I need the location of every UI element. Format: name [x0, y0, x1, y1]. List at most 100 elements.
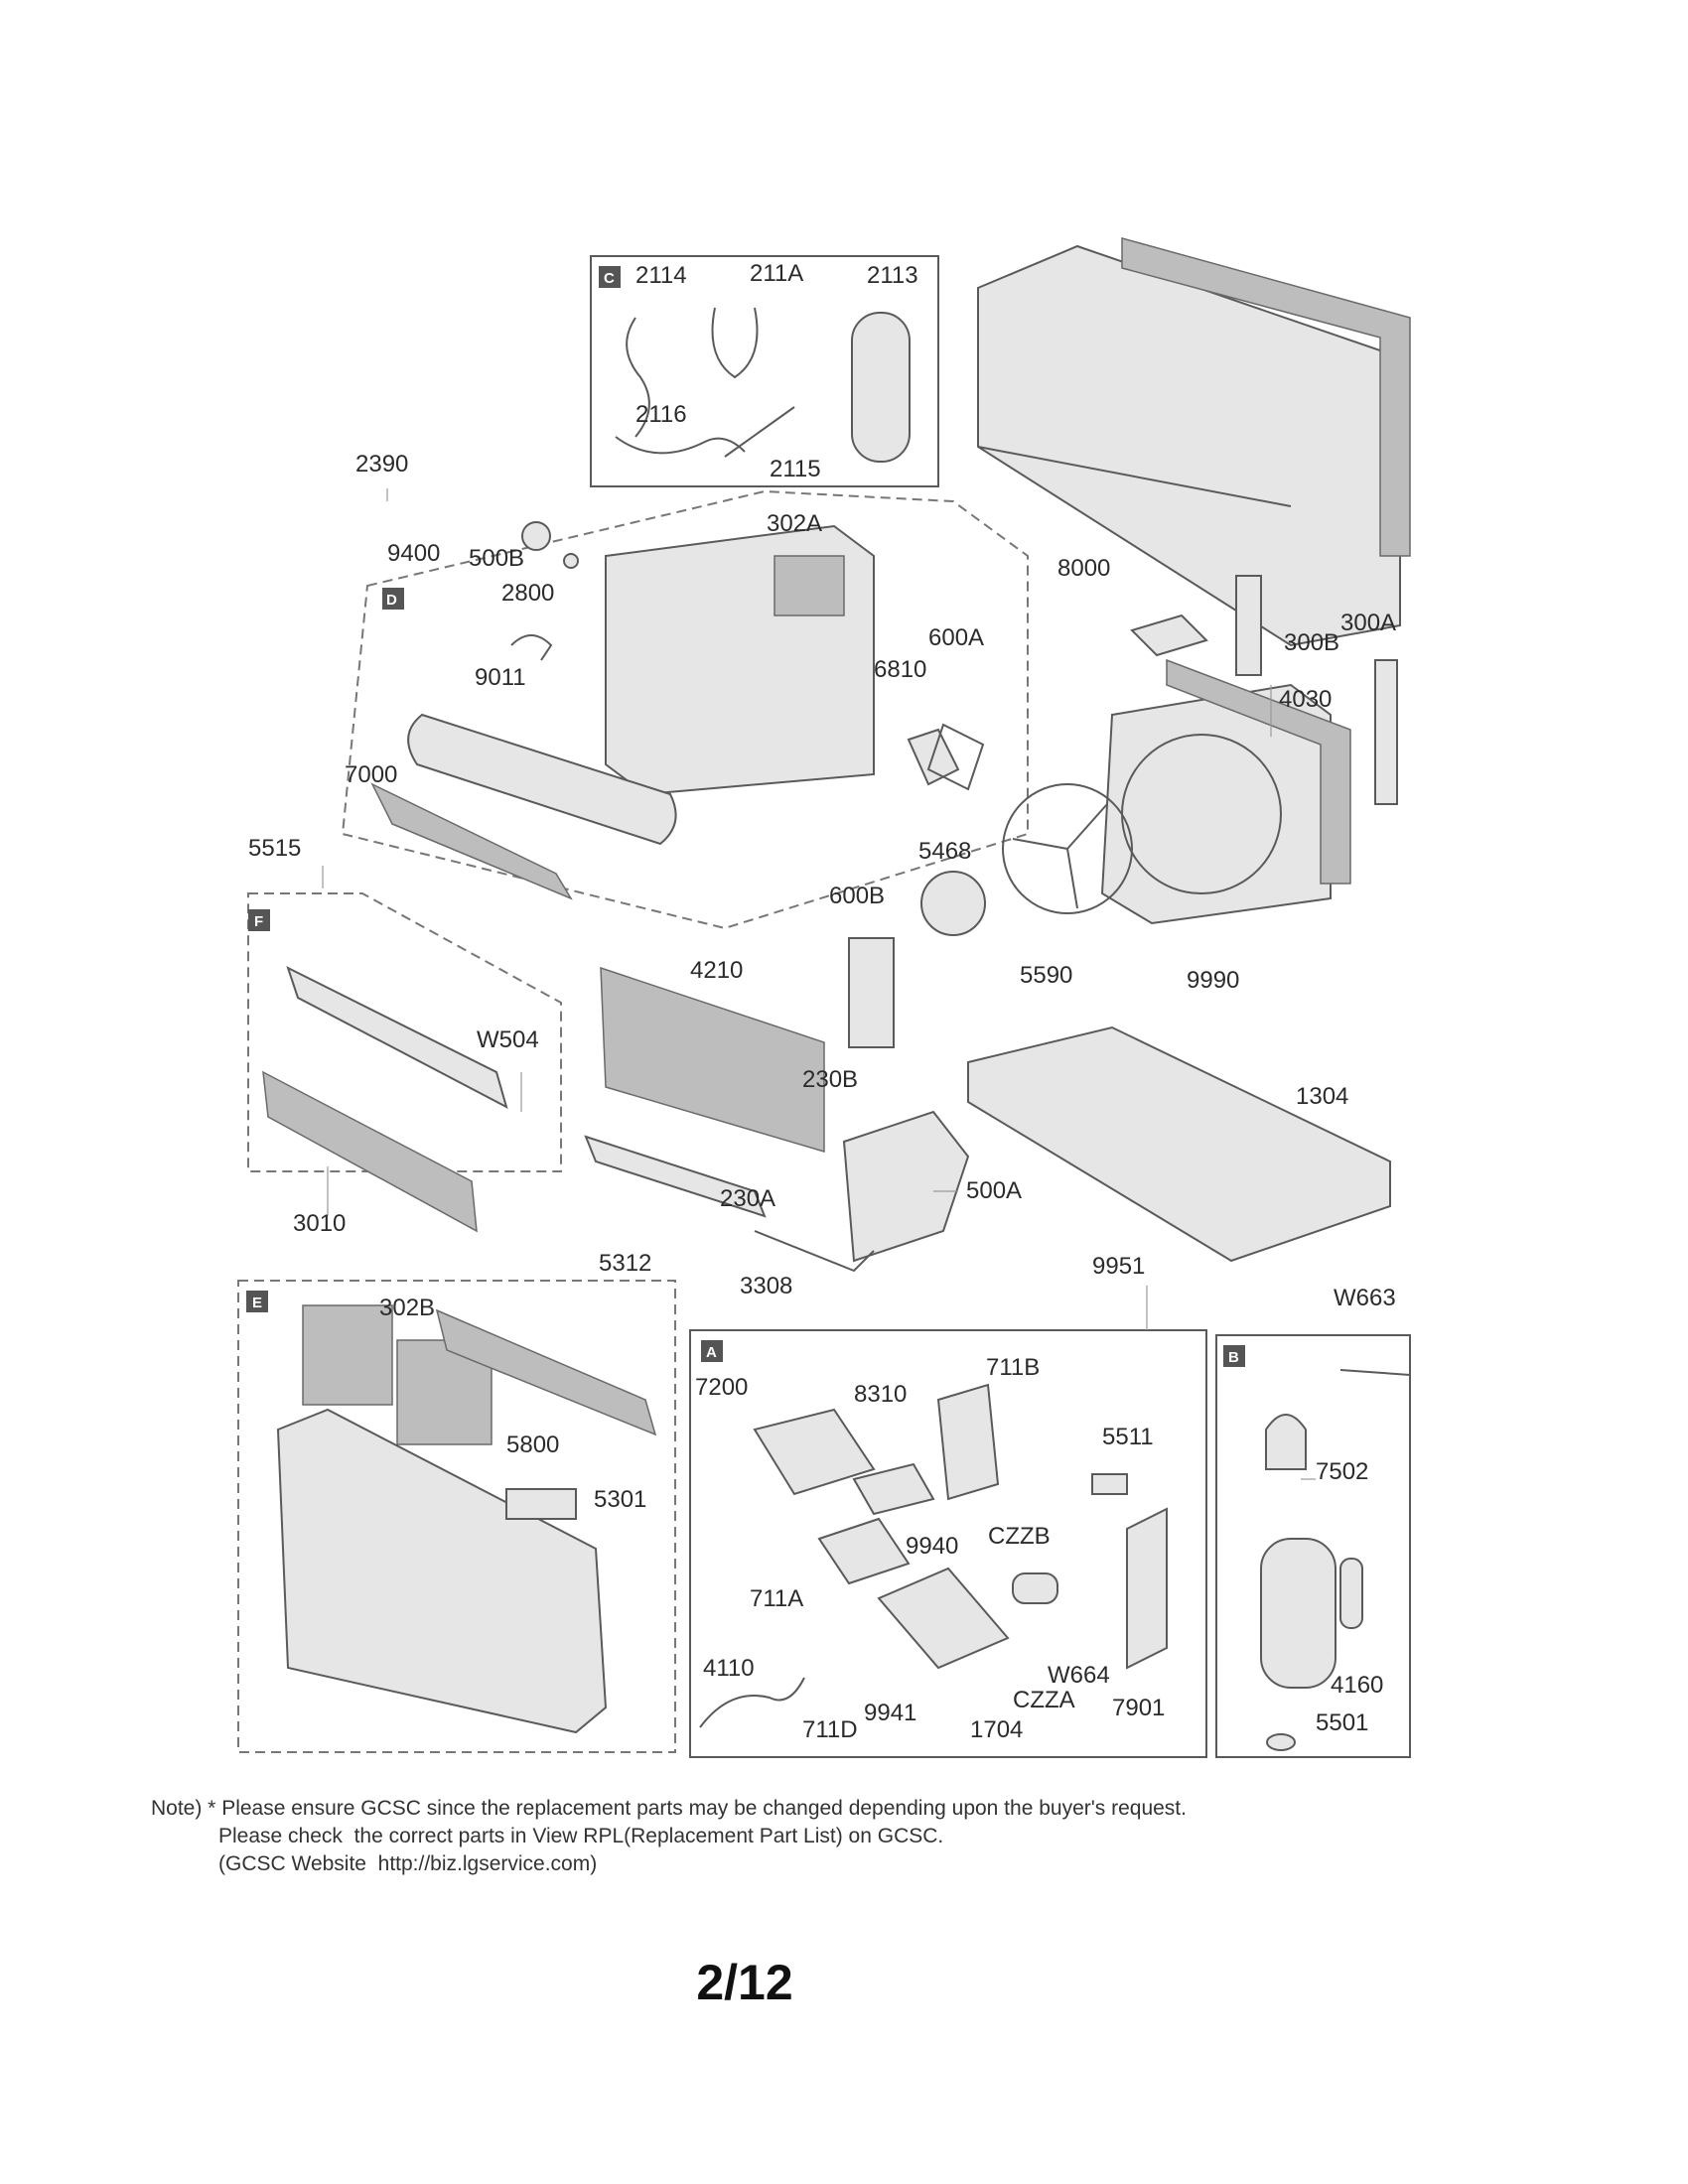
part-label: 300A [1340, 610, 1396, 636]
cover-7901 [1126, 1507, 1168, 1670]
part-label: 6810 [874, 656, 926, 683]
part-label: W663 [1334, 1285, 1396, 1311]
part-5800 [505, 1488, 577, 1520]
note-line: Please check the correct parts in View R… [218, 1825, 944, 1847]
part-label: 9990 [1187, 967, 1239, 994]
part-label: 3308 [740, 1273, 792, 1299]
part-label: 5501 [1316, 1709, 1368, 1736]
bracket-300a [1374, 659, 1398, 805]
part-label: 2113 [867, 262, 918, 289]
part-label: 711A [750, 1585, 803, 1612]
tube-2114 [626, 317, 650, 438]
pcb-711b [936, 1383, 1000, 1501]
part-label: 500A [966, 1177, 1022, 1204]
part-label: 600B [829, 883, 885, 909]
part-label: CZZA [1013, 1687, 1075, 1713]
part-label: 2390 [355, 451, 408, 478]
section-marker-label: B [1228, 1349, 1239, 1366]
part-label: 5800 [506, 1432, 559, 1458]
part-2113-cylinder [851, 312, 911, 463]
replacement-note: Note) * Please ensure GCSC since the rep… [151, 1795, 1187, 1878]
control-panel-7200 [753, 1408, 876, 1496]
part-label: 8000 [1057, 555, 1110, 582]
fan-blades [1012, 803, 1108, 909]
section-marker-f: F [248, 909, 270, 931]
part-label: 2800 [501, 580, 554, 607]
tube-2116 [615, 436, 746, 455]
part-label: 2115 [770, 456, 821, 482]
part-label: 7901 [1112, 1695, 1165, 1721]
part-label: CZZB [988, 1523, 1051, 1550]
filter-302b-left [302, 1304, 393, 1406]
section-marker-label: E [252, 1295, 262, 1311]
part-2800-clip [510, 634, 553, 661]
section-marker-c: C [599, 266, 621, 288]
part-9011-fan [407, 713, 677, 846]
section-marker-d: D [382, 588, 404, 610]
part-label: 9011 [475, 664, 526, 691]
part-label: 7502 [1316, 1458, 1368, 1485]
tube-2115 [724, 406, 795, 458]
section-marker-label: F [254, 913, 263, 930]
part-label: 302B [379, 1295, 435, 1321]
part-label: 300B [1284, 629, 1339, 656]
part-label: 230A [720, 1185, 775, 1212]
grille-302a [774, 555, 845, 616]
part-label: 7200 [695, 1374, 748, 1401]
motor-5468 [920, 871, 986, 936]
part-label: 230B [802, 1066, 858, 1093]
evaporator-4210 [600, 966, 825, 1154]
part-label: 711D [802, 1716, 858, 1743]
accumulator [1339, 1558, 1363, 1629]
page-number: 2/12 [696, 1955, 793, 2010]
part-label: 4160 [1331, 1672, 1383, 1699]
part-label: 9941 [864, 1700, 916, 1726]
part-label: 4210 [690, 957, 743, 984]
section-c-box [590, 255, 939, 487]
part-label: 5301 [594, 1486, 646, 1513]
cabinet-edge [977, 446, 1292, 507]
part-label: 4110 [703, 1655, 755, 1682]
part-label: 9951 [1092, 1253, 1145, 1280]
pcb-711a [817, 1517, 911, 1585]
part-5511 [1091, 1473, 1128, 1495]
vane-3010 [262, 1070, 478, 1233]
part-label: 600A [928, 624, 984, 651]
cable-w663 [1339, 1369, 1411, 1376]
pcb-8310 [852, 1462, 935, 1516]
section-marker-label: A [706, 1344, 717, 1361]
part-label: 500B [469, 545, 524, 572]
section-marker-a: A [701, 1340, 723, 1362]
part-label: 711B [986, 1354, 1040, 1381]
part-label: 1704 [970, 1716, 1023, 1743]
part-label: 7000 [345, 761, 397, 788]
part-label: 5590 [1020, 962, 1072, 989]
section-b-box [1215, 1334, 1411, 1758]
part-label: 9400 [387, 540, 440, 567]
part-7502 [1265, 1414, 1307, 1470]
section-d-box [341, 489, 1029, 930]
part-label: W504 [477, 1026, 539, 1053]
part-label: 8310 [854, 1381, 907, 1408]
part-label: 302A [767, 510, 822, 537]
part-label: 5312 [599, 1250, 651, 1277]
base-pan-1304 [967, 1025, 1391, 1263]
part-8000 [1130, 614, 1208, 657]
compressor-4160 [1260, 1538, 1336, 1689]
part-label: 2116 [635, 401, 687, 428]
part-label: W664 [1048, 1662, 1110, 1689]
section-marker-label: D [386, 592, 397, 609]
part-label: 9940 [906, 1533, 958, 1560]
cabinet-grille [1121, 237, 1411, 557]
front-panel-5301 [276, 1408, 608, 1734]
part-label: 1304 [1296, 1083, 1348, 1110]
part-label: 211A [750, 260, 803, 287]
part-label: 4030 [1279, 686, 1332, 713]
part-3308 [754, 1230, 875, 1273]
note-line: (GCSC Website http://biz.lgservice.com) [218, 1852, 598, 1875]
air-guide-7000 [370, 782, 573, 900]
section-marker-e: E [246, 1291, 268, 1312]
section-e-box [237, 1280, 676, 1753]
grommet-5501 [1266, 1733, 1296, 1751]
